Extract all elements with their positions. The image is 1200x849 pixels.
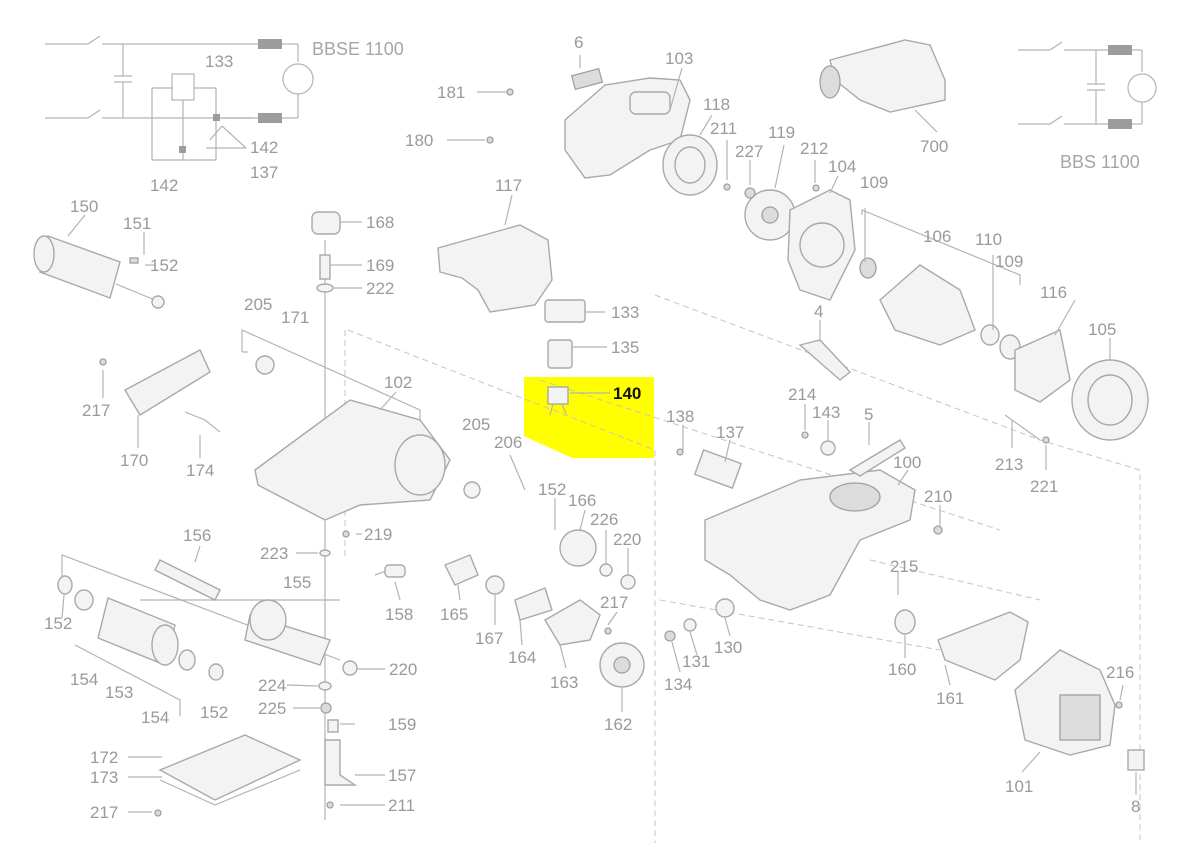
part-label: 156	[183, 526, 211, 545]
circuit-bbse-1100	[45, 35, 314, 161]
part-label: 217	[90, 803, 118, 822]
part-label: 211	[388, 796, 415, 815]
part-label: 205	[244, 295, 272, 314]
part-label: 166	[568, 491, 596, 510]
part-label: 167	[475, 629, 503, 648]
part-label: 142	[250, 138, 278, 157]
leader-lines	[61, 55, 1137, 813]
part-label: 154	[70, 670, 98, 689]
part-label: 163	[550, 673, 578, 692]
part-label: 106	[923, 227, 951, 246]
part-label: 109	[860, 173, 888, 192]
part-label: 103	[665, 49, 693, 68]
part-label: 119	[768, 123, 795, 142]
part-label: 217	[82, 401, 110, 420]
part-label: 5	[864, 405, 873, 424]
part-label: 225	[258, 699, 286, 718]
part-label: 180	[405, 131, 433, 150]
part-label: 222	[366, 279, 394, 298]
part-label: 224	[258, 676, 286, 695]
part-label: 211	[710, 119, 737, 138]
part-label: 131	[682, 652, 710, 671]
part-label: 214	[788, 385, 816, 404]
part-label: 134	[664, 675, 692, 694]
part-label: 217	[600, 593, 628, 612]
circuit-title-bbs: BBS 1100	[1060, 152, 1140, 172]
part-label: 118	[703, 95, 730, 114]
part-label: 227	[735, 142, 763, 161]
part-label: 110	[975, 230, 1002, 249]
part-label: 152	[44, 614, 72, 633]
part-label: 212	[800, 139, 828, 158]
part-label: 152	[200, 703, 228, 722]
part-label: 206	[494, 433, 522, 452]
part-label: 142	[150, 176, 178, 195]
part-label: 215	[890, 557, 918, 576]
part-label: 216	[1106, 663, 1134, 682]
part-shapes	[33, 39, 1149, 817]
part-label-highlighted: 140	[613, 384, 641, 403]
part-label: 102	[384, 373, 412, 392]
assembly-guides	[61, 209, 1141, 843]
part-label: 161	[936, 689, 964, 708]
part-label: 154	[141, 708, 169, 727]
part-label: 221	[1030, 477, 1058, 496]
part-label: 153	[105, 683, 133, 702]
part-label: 152	[538, 480, 566, 499]
part-label: 172	[90, 748, 118, 767]
part-label: 700	[920, 137, 948, 156]
part-label: 157	[388, 766, 416, 785]
part-label: 116	[1040, 283, 1067, 302]
part-label: 162	[604, 715, 632, 734]
part-label: 104	[828, 157, 856, 176]
part-label: 130	[714, 638, 742, 657]
part-label: 101	[1005, 777, 1033, 796]
part-label: 155	[283, 573, 311, 592]
circuit-bbs-1100	[1018, 41, 1157, 129]
part-label: 105	[1088, 320, 1116, 339]
part-label: 135	[611, 338, 639, 357]
part-label: 226	[590, 510, 618, 529]
part-label: 174	[186, 461, 214, 480]
circuit-title-bbse: BBSE 1100	[312, 39, 404, 59]
part-label: 181	[437, 83, 465, 102]
part-label: 170	[120, 451, 148, 470]
part-label: 205	[462, 415, 490, 434]
part-label: 4	[814, 302, 823, 321]
part-labels: 6 103 181 180 118 211 119 227 212 104 10…	[44, 33, 1140, 822]
part-label: 137	[250, 163, 278, 182]
part-label: 158	[385, 605, 413, 624]
part-label: 117	[495, 176, 522, 195]
part-label: 137	[716, 423, 744, 442]
part-label: 173	[90, 768, 118, 787]
part-label: 100	[893, 453, 921, 472]
part-label: 171	[281, 308, 309, 327]
part-label: 219	[364, 525, 392, 544]
circuit-titles: BBSE 1100 BBS 1100	[312, 39, 1140, 172]
part-label: 220	[613, 530, 641, 549]
part-label: 138	[666, 407, 694, 426]
part-label: 152	[150, 256, 178, 275]
part-label: 210	[924, 487, 952, 506]
part-label: 143	[812, 403, 840, 422]
part-label: 223	[260, 544, 288, 563]
part-label: 133	[611, 303, 639, 322]
part-label: 6	[574, 33, 583, 52]
part-label: 213	[995, 455, 1023, 474]
part-label: 133	[205, 52, 233, 71]
part-label: 160	[888, 660, 916, 679]
part-label: 164	[508, 648, 536, 667]
part-label: 109	[995, 252, 1023, 271]
part-label: 150	[70, 197, 98, 216]
part-label: 151	[123, 214, 151, 233]
part-label: 165	[440, 605, 468, 624]
part-label: 169	[366, 256, 394, 275]
part-label: 220	[389, 660, 417, 679]
part-label: 168	[366, 213, 394, 232]
part-label: 8	[1131, 797, 1140, 816]
part-label: 159	[388, 715, 416, 734]
